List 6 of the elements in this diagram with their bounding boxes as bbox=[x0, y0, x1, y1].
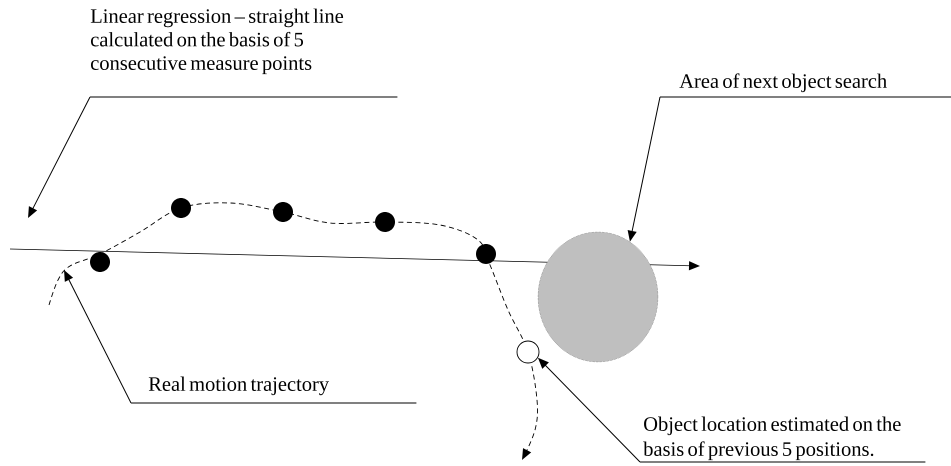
callout-text: Area of next object search bbox=[660, 73, 951, 98]
search-area-circle bbox=[538, 232, 658, 362]
callout-text: Object location estimated on the basis of previous 5 positions. bbox=[640, 416, 926, 462]
callout-text: Real motion trajectory bbox=[130, 376, 417, 404]
callout-text: Linear regression – straight line calculated on the basis of 5 consecutive measure points bbox=[90, 8, 398, 98]
estimated-location-circle bbox=[516, 340, 540, 364]
